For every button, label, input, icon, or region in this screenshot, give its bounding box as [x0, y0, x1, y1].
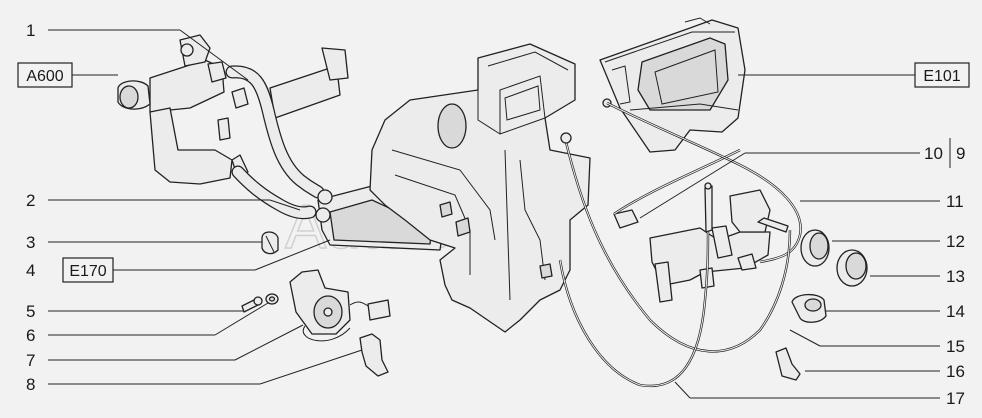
- cable-15: [560, 132, 792, 353]
- bracket-8: [359, 333, 389, 377]
- callout-8: 8: [26, 375, 35, 394]
- callout-9: 9: [956, 144, 965, 163]
- knob-12: [800, 229, 830, 267]
- ref-box-e170: E170: [62, 257, 114, 283]
- clamp-3: [261, 231, 279, 255]
- callout-16: 16: [946, 362, 965, 381]
- callout-17: 17: [946, 389, 965, 408]
- callout-7: 7: [26, 351, 35, 370]
- ref-e170-text: E170: [69, 263, 106, 280]
- bracket-16: [775, 347, 801, 381]
- blower-housing: [599, 17, 746, 153]
- callout-6: 6: [26, 326, 35, 345]
- cable-17: [558, 231, 710, 388]
- hose-1: [225, 65, 325, 199]
- ref-a600-text: A600: [26, 68, 63, 85]
- screw-5: [241, 296, 263, 313]
- leader-lines: [48, 29, 951, 399]
- callout-2: 2: [26, 191, 35, 210]
- ref-e101-text: E101: [923, 68, 960, 85]
- cable-9-10: [613, 148, 741, 215]
- callout-14: 14: [946, 302, 965, 321]
- ref-box-a600: A600: [17, 62, 73, 88]
- heater-valve-assembly: [117, 34, 349, 185]
- motor-7: [289, 269, 391, 342]
- knob-13: [836, 249, 868, 287]
- callout-3: 3: [26, 233, 35, 252]
- heater-housing: [369, 43, 591, 333]
- callout-4: 4: [26, 261, 35, 280]
- knob-14: [791, 293, 827, 323]
- callout-12: 12: [946, 232, 965, 251]
- cable-11: [606, 101, 802, 264]
- callout-1: 1: [26, 21, 35, 40]
- callout-13: 13: [946, 267, 965, 286]
- callout-15: 15: [946, 337, 965, 356]
- callout-10: 10: [924, 144, 943, 163]
- callout-11: 11: [946, 192, 964, 211]
- callout-5: 5: [26, 302, 35, 321]
- hose-2: [231, 165, 317, 220]
- ref-box-e101: E101: [914, 62, 970, 88]
- control-panel: [613, 182, 789, 303]
- washer-6: [265, 293, 279, 305]
